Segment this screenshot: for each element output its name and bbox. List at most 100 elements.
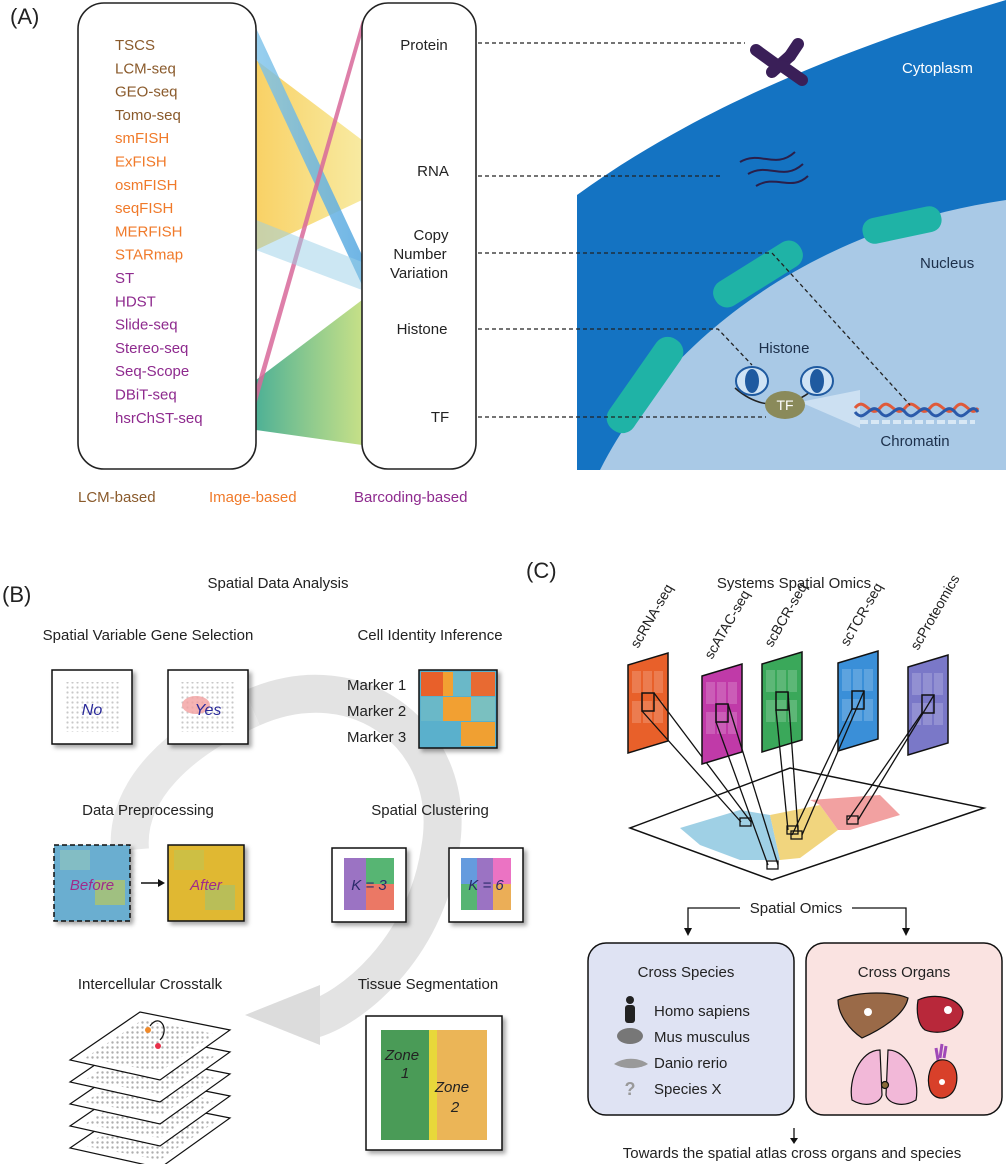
cytoplasm-label: Cytoplasm [902,60,973,77]
omics-roi [921,694,935,714]
after-label: After [189,877,223,894]
ribbon-barcode-protein [256,20,362,405]
omics-sheet-texture [923,703,932,725]
layer-rna: RNA [417,163,449,180]
omics-sheet-texture [717,712,726,734]
layer-cnv-2: Number [393,246,446,263]
legend-image: Image-based [209,489,297,506]
omics-projection [715,721,769,866]
branch-left-head [684,928,692,936]
k3-label: K = 3 [351,877,387,894]
omics-sheet-texture [923,673,932,695]
footer-text: Towards the spatial atlas cross organs a… [623,1145,962,1162]
omics-sheet-texture [766,700,775,722]
omics-target [790,830,803,840]
species-0: Homo sapiens [654,1003,750,1020]
omics-sheet-texture [788,670,797,692]
marker-2: Marker 2 [347,703,406,720]
omics-sheet-texture [654,701,663,723]
svg-no-tile: No [51,669,133,745]
ribbon-barcode-histone [256,300,362,445]
omics-target [766,860,779,870]
omics-projection [857,694,935,821]
fish-icon [614,1058,648,1069]
tf-cell-label: TF [776,397,793,413]
method-label: ST [115,270,134,287]
omics-sheet-texture [632,671,641,693]
method-label: STARmap [115,247,183,264]
omics-sheet-texture [643,671,652,693]
omics-sheet [837,649,879,753]
method-label: DBiT-seq [115,387,177,404]
omics-sheet-texture [706,682,715,704]
dashed-connectors [478,42,911,418]
sender-cell [145,1027,151,1033]
omics-projection [641,710,742,823]
omics-sheet-texture [853,669,862,691]
histone-icon [734,366,834,406]
omics-sheet-texture [934,673,943,695]
after-tile: After [167,844,245,922]
method-list: TSCSLCM-seqGEO-seqTomo-seqsmFISHExFISHos… [115,37,203,427]
layer-histone: Histone [397,321,448,338]
zone1-line2: 1 [401,1065,409,1082]
svg-yes-tile: Yes [167,669,249,745]
cross-organs-title: Cross Organs [858,964,951,981]
omics-sheet-texture [728,712,737,734]
ribbon-image-cnv [256,220,362,290]
omics-sheet-texture [912,673,921,695]
nucleus-region [600,200,1006,470]
panel-c-title: Systems Spatial Omics [717,575,871,592]
svg-no-label: No [82,702,103,719]
omics-sheet-texture [654,671,663,693]
omics-sheet-texture [912,703,921,725]
method-label: Tomo-seq [115,107,181,124]
liver-icon [837,992,909,1039]
omics-target [739,817,752,827]
omics-projection [801,690,865,836]
layer-tf: TF [431,409,449,426]
methods-box [77,2,257,470]
omics-sheet-texture [864,669,873,691]
omics-projection [775,709,789,831]
layer-protein: Protein [400,37,448,54]
nuclear-pore-3 [606,336,684,434]
segmentation-title: Tissue Segmentation [358,976,498,993]
omics-sheet-texture [864,699,873,721]
omics-sheet-texture [777,670,786,692]
branch-left [687,907,740,930]
layer-cnv-3: Variation [390,265,448,282]
histone-cell-label: Histone [759,340,810,357]
rna-icon [739,151,809,187]
marker-1: Marker 1 [347,677,406,694]
stomach-spot [944,1006,952,1014]
layer-cnv-1: Copy [413,227,449,244]
omics-roi [715,703,729,723]
method-label: osmFISH [115,177,178,194]
spatial-omics-label: Spatial Omics [750,900,843,917]
svg-title: Spatial Variable Gene Selection [43,627,254,644]
method-label: HDST [115,293,156,310]
branch-right [852,907,907,930]
omics-sheet-texture [632,701,641,723]
k6-label: K = 6 [468,877,504,894]
method-label: smFISH [115,130,169,147]
human-icon [625,996,635,1023]
omics-roi [851,690,865,710]
nucleus-label: Nucleus [920,255,974,272]
layers-box [361,2,477,470]
omics-sheet [761,650,803,754]
species-3: Species X [654,1081,722,1098]
omics-sheet-texture [842,699,851,721]
omics-sheet-texture [706,712,715,734]
cell-identity-title: Cell Identity Inference [357,627,502,644]
omics-sheet-texture [788,700,797,722]
question-mark-icon: ? [625,1079,636,1099]
omics-sheet-texture [853,699,862,721]
nuclear-pore-2 [713,240,803,308]
omics-projection [787,691,799,831]
omics-projection [791,708,853,836]
liver-spot [864,1008,872,1016]
omics-roi [775,691,789,711]
